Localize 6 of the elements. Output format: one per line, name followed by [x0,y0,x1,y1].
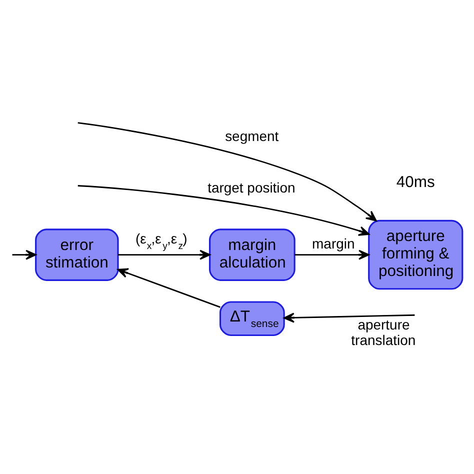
edge-label: aperture translation [351,316,416,348]
edge-label: margin [312,236,355,252]
edge-label: (ε$_{x}$,ε$_{y}$,ε$_{z}$) [135,230,188,252]
edge-label: target position [208,180,296,196]
label: 40ms [396,174,435,191]
edge-label: segment [225,128,279,144]
